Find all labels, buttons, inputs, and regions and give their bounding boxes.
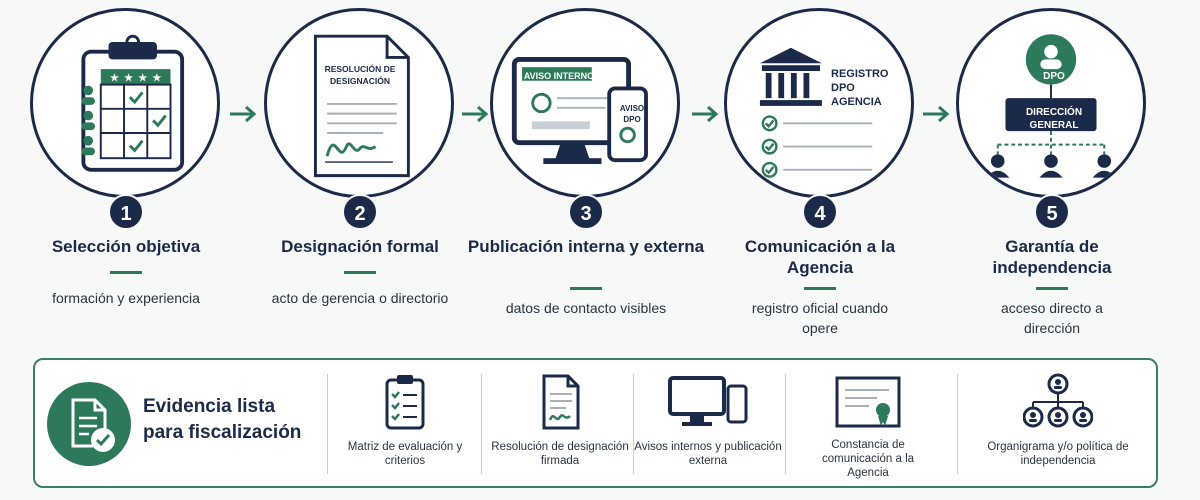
- step-4: REGISTRO DPO AGENCIA 4 Comunicación a la…: [694, 0, 914, 340]
- evidence-check-document-icon: [47, 382, 131, 466]
- step-divider: [804, 287, 836, 290]
- monitor-phone-icon: [511, 57, 648, 165]
- step-3: AVISO INTERNO AVISO DPO 3 Publicación in…: [460, 0, 704, 340]
- divider: [481, 374, 482, 474]
- checklist-clipboard-icon: [385, 375, 425, 430]
- evidence-title: Evidencia lista para fiscalización: [143, 396, 302, 443]
- step-description: registro oficial cuando opere: [751, 300, 889, 336]
- arrow-right-icon: [692, 105, 719, 123]
- evidence-item-label: Matriz de evaluación y criterios: [347, 441, 463, 467]
- svg-text:★ ★ ★ ★: ★ ★ ★ ★: [109, 71, 162, 85]
- step-divider: [1036, 287, 1068, 290]
- evidence-item: Constancia de comunicación a la Agencia: [793, 372, 943, 484]
- evidence-item: Resolución de designación firmada: [485, 372, 635, 484]
- step-2-illustration: RESOLUCIÓN DE DESIGNACIÓN: [264, 8, 454, 198]
- evidence-item-label: Constancia de comunicación a la Agencia: [821, 439, 915, 479]
- registry-label: REGISTRO DPO AGENCIA: [831, 68, 889, 108]
- arrow-right-icon: [462, 105, 489, 123]
- arrow-right-icon: [923, 105, 950, 123]
- step-description: acto de gerencia o directorio: [271, 290, 449, 306]
- document-heading: RESOLUCIÓN DE DESIGNACIÓN: [324, 64, 396, 86]
- certificate-icon: [835, 376, 901, 428]
- step-number-badge: 4: [802, 194, 838, 230]
- divider: [633, 374, 634, 474]
- step-title: Garantía de independencia: [992, 237, 1112, 277]
- step-divider: [570, 287, 602, 290]
- step-description: formación y experiencia: [52, 290, 200, 306]
- resolution-document-icon: [313, 34, 410, 178]
- step-title: Designación formal: [281, 237, 439, 256]
- evidence-item: Matriz de evaluación y criterios: [330, 372, 480, 484]
- step-title: Selección objetiva: [51, 237, 201, 256]
- dpo-label: DPO: [1043, 71, 1065, 82]
- step-description: datos de contacto visibles: [505, 300, 667, 316]
- step-title: Comunicación a la Agencia: [744, 237, 896, 277]
- step-number-badge: 1: [108, 194, 144, 230]
- evidence-item: Organigrama y/o política de independenci…: [973, 372, 1143, 484]
- phone-label: AVISO DPO: [619, 104, 645, 124]
- step-5-illustration: DPO DIRECCIÓN GENERAL: [956, 8, 1146, 198]
- step-description: acceso directo a dirección: [1001, 300, 1103, 336]
- step-3-illustration: AVISO INTERNO AVISO DPO: [490, 8, 680, 198]
- divider: [785, 374, 786, 474]
- monitor-phone-icon: [668, 376, 748, 426]
- board-label: DIRECCIÓN GENERAL: [1025, 107, 1083, 131]
- step-5: DPO DIRECCIÓN GENERAL 5 Garantía de inde…: [926, 0, 1146, 340]
- evidence-item-label: Organigrama y/o política de independenci…: [987, 441, 1129, 467]
- step-2: RESOLUCIÓN DE DESIGNACIÓN 2 Designación …: [234, 0, 454, 340]
- step-divider: [110, 271, 142, 274]
- step-divider: [344, 271, 376, 274]
- step-number-badge: 5: [1034, 194, 1070, 230]
- org-chart-icon: [1023, 373, 1093, 428]
- step-number-badge: 3: [568, 194, 604, 230]
- evidence-item-label: Resolución de designación firmada: [491, 441, 629, 467]
- step-number-badge: 2: [342, 194, 378, 230]
- monitor-label: AVISO INTERNO: [523, 71, 595, 81]
- step-1-illustration: ★ ★ ★ ★: [30, 8, 220, 198]
- step-4-illustration: REGISTRO DPO AGENCIA: [724, 8, 914, 198]
- step-1: ★ ★ ★ ★ 1 Selección objetiva formación y…: [0, 0, 220, 340]
- divider: [957, 374, 958, 474]
- divider: [327, 374, 328, 474]
- evidence-panel: Evidencia lista para fiscalización Matri…: [33, 358, 1158, 488]
- signed-document-icon: [542, 374, 580, 430]
- evidence-item: Avisos internos y publicación externa: [633, 372, 783, 484]
- arrow-right-icon: [230, 105, 257, 123]
- evidence-item-label: Avisos internos y publicación externa: [634, 441, 782, 467]
- clipboard-evaluation-icon: ★ ★ ★ ★: [81, 34, 185, 172]
- step-title: Publicación interna y externa: [467, 237, 705, 256]
- government-building-icon: [759, 47, 873, 178]
- org-chart-icon: [986, 34, 1116, 178]
